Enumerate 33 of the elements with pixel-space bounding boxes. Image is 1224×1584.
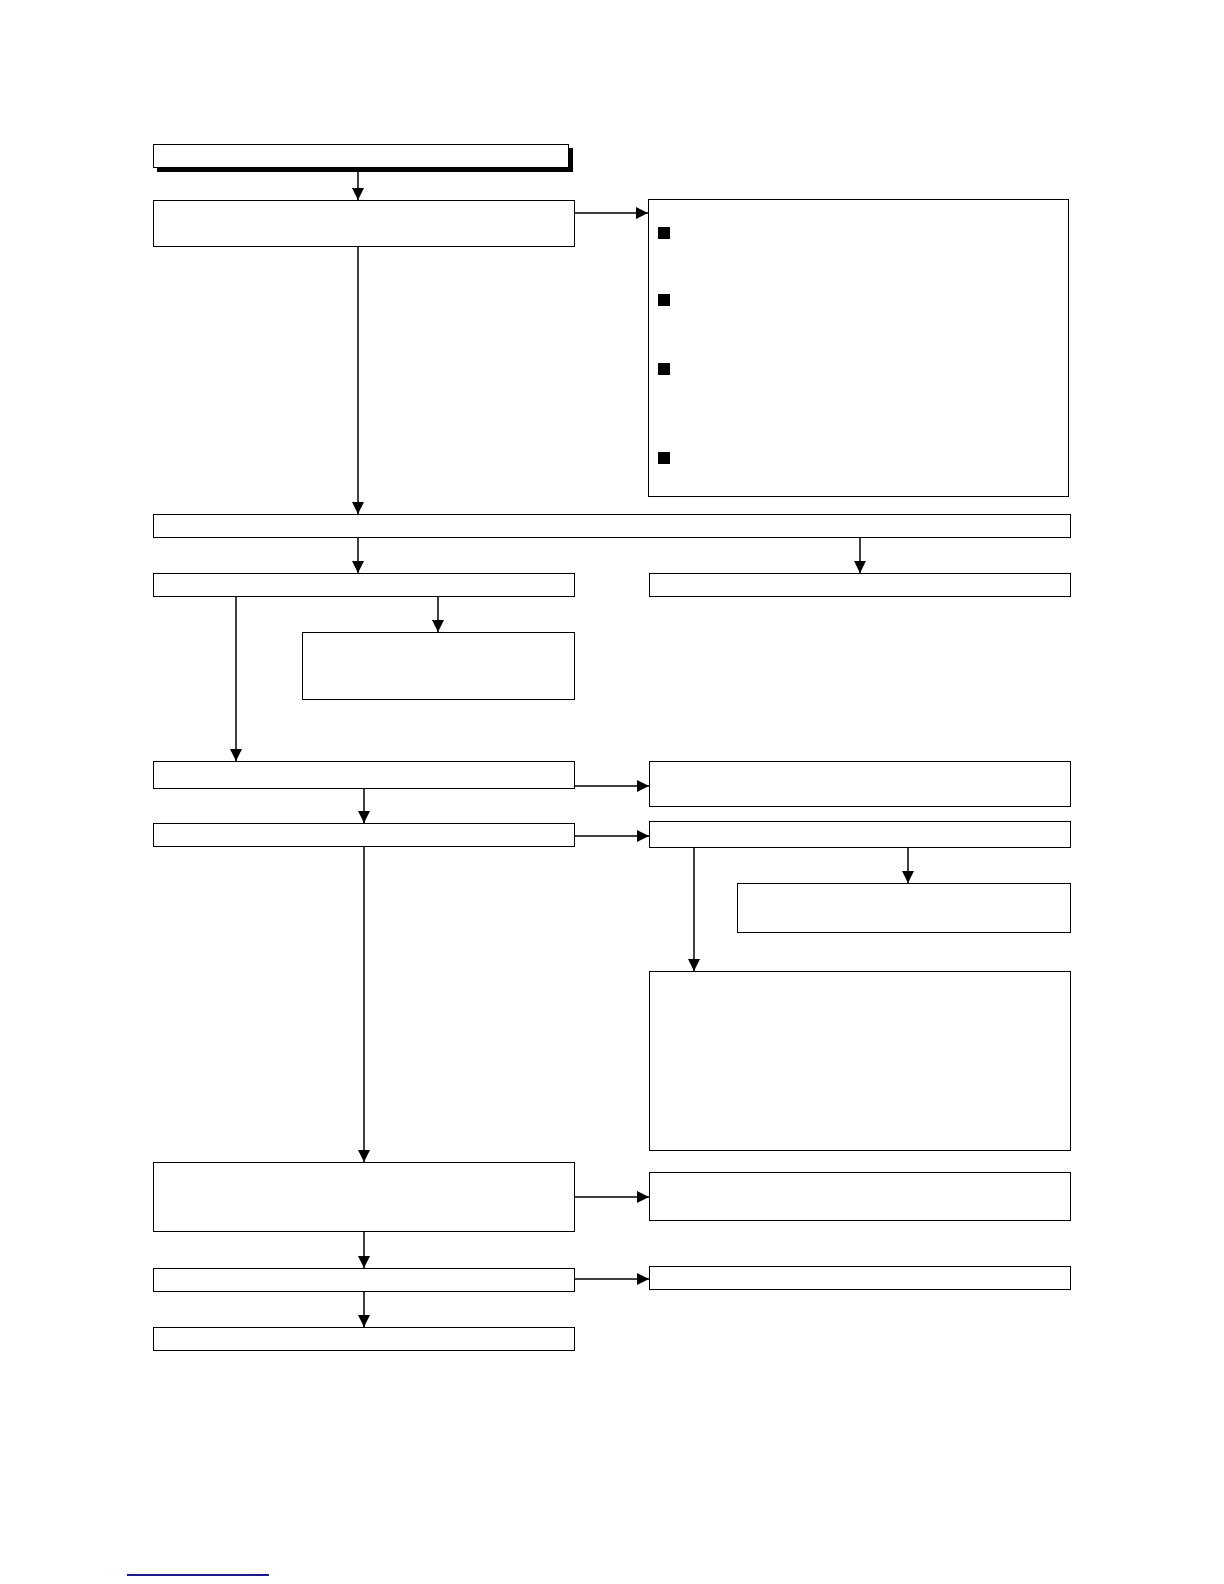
process-box xyxy=(153,200,575,247)
process-box xyxy=(153,573,575,597)
process-box xyxy=(153,1268,575,1292)
arrow xyxy=(358,846,370,1163)
process-box xyxy=(649,573,1071,597)
process-box xyxy=(649,971,1071,1151)
process-box xyxy=(153,761,575,789)
arrow xyxy=(854,537,866,574)
process-box xyxy=(649,1172,1071,1221)
arrow xyxy=(432,596,444,633)
arrow xyxy=(358,1291,370,1328)
process-box xyxy=(648,199,1069,497)
arrow xyxy=(358,1231,370,1269)
process-box xyxy=(153,1327,575,1351)
process-box xyxy=(153,823,575,847)
process-box xyxy=(649,761,1071,807)
arrow xyxy=(574,1273,650,1285)
arrow xyxy=(358,788,370,824)
arrow xyxy=(574,830,650,842)
process-box xyxy=(153,1162,575,1232)
process-box xyxy=(649,1266,1071,1290)
arrow xyxy=(352,537,364,574)
arrow xyxy=(688,847,700,972)
process-box xyxy=(153,514,1071,538)
arrow xyxy=(902,847,914,884)
arrow xyxy=(352,246,364,515)
arrow xyxy=(574,780,650,792)
arrow xyxy=(230,596,242,762)
process-box xyxy=(649,821,1071,848)
process-box xyxy=(302,632,575,700)
arrow xyxy=(574,1191,650,1203)
arrow xyxy=(574,207,649,219)
process-box xyxy=(737,883,1071,933)
